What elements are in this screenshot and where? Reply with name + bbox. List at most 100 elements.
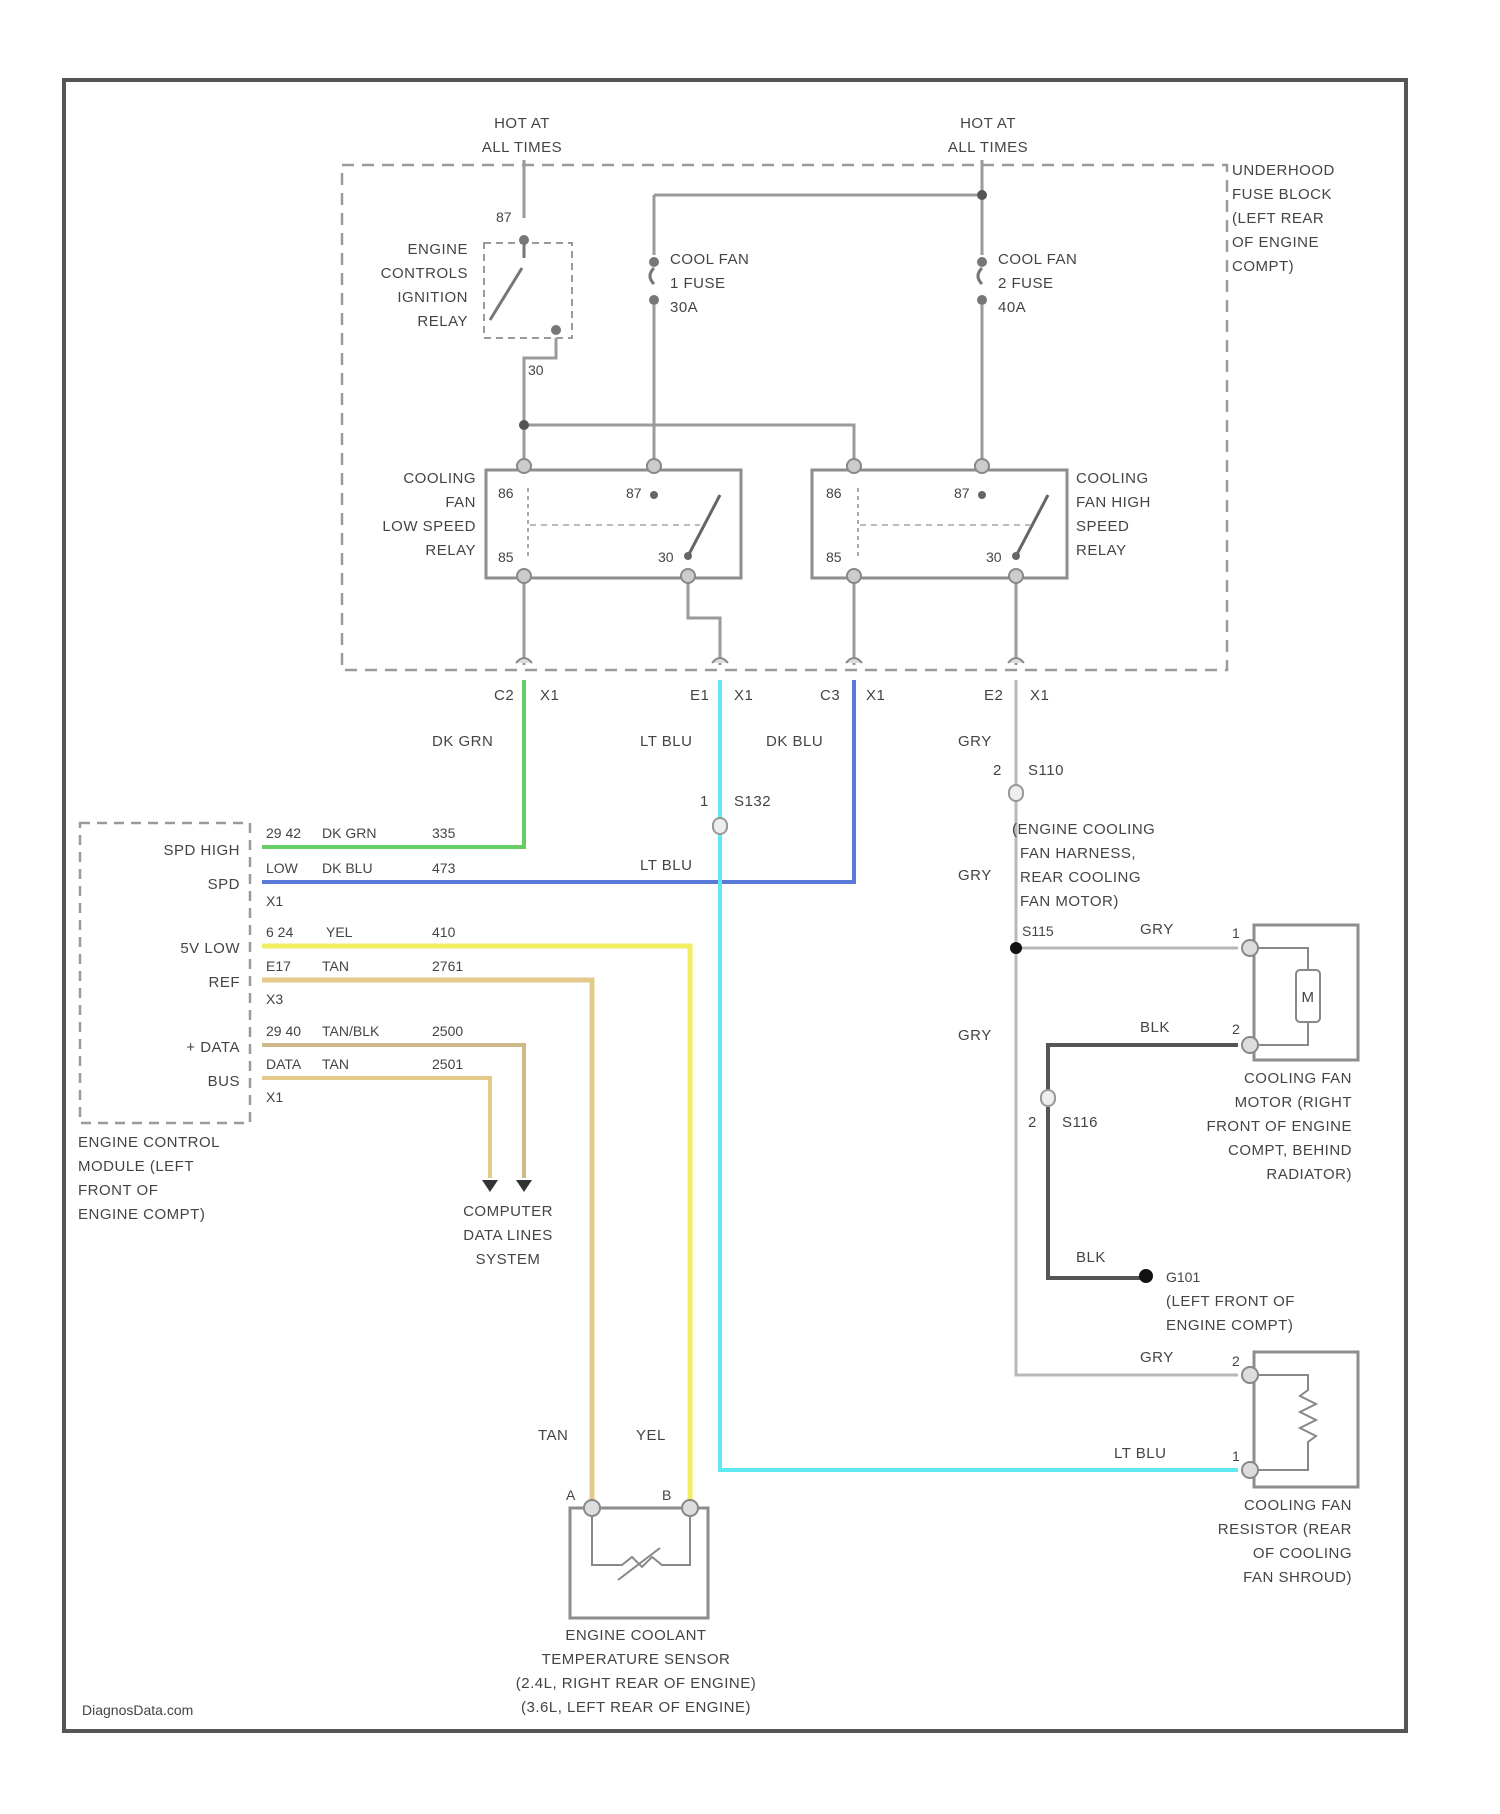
svg-text:G101: G101 — [1166, 1269, 1200, 1285]
svg-text:85: 85 — [826, 549, 842, 565]
svg-text:FAN HARNESS,: FAN HARNESS, — [1020, 845, 1136, 862]
footer-watermark: DiagnosData.com — [82, 1702, 193, 1718]
svg-text:S132: S132 — [734, 793, 771, 810]
svg-text:GRY: GRY — [958, 733, 992, 750]
svg-text:2501: 2501 — [432, 1056, 463, 1072]
svg-text:REF: REF — [209, 974, 241, 991]
svg-text:335: 335 — [432, 825, 456, 841]
fuse-block-wiring — [524, 160, 1016, 665]
data-lines-label: COMPUTER DATA LINES SYSTEM — [463, 1203, 553, 1268]
wire-blk — [1048, 1045, 1238, 1278]
connector-c2: C2 X1 — [494, 658, 559, 704]
svg-text:87: 87 — [954, 485, 970, 501]
cool-fan-fuse-2-label: COOL FAN 2 FUSE 40A — [998, 251, 1077, 316]
svg-text:(2.4L, RIGHT REAR OF ENGINE): (2.4L, RIGHT REAR OF ENGINE) — [516, 1675, 756, 1692]
svg-text:2761: 2761 — [432, 958, 463, 974]
coolant-temp-sensor: A B — [566, 1487, 708, 1618]
svg-text:C2: C2 — [494, 687, 514, 704]
svg-text:HOT AT: HOT AT — [960, 115, 1016, 132]
svg-text:FAN: FAN — [445, 494, 476, 511]
svg-text:COOLING FAN: COOLING FAN — [1244, 1497, 1352, 1514]
svg-text:FUSE BLOCK: FUSE BLOCK — [1232, 186, 1332, 203]
svg-text:FAN SHROUD): FAN SHROUD) — [1243, 1569, 1352, 1586]
svg-text:COOL FAN: COOL FAN — [998, 251, 1077, 268]
svg-text:X1: X1 — [266, 1089, 283, 1105]
svg-text:BUS: BUS — [208, 1073, 240, 1090]
svg-text:E1: E1 — [690, 687, 709, 704]
cooling-fan-motor-label: COOLING FAN MOTOR (RIGHT FRONT OF ENGINE… — [1206, 1070, 1352, 1183]
svg-text:E2: E2 — [984, 687, 1003, 704]
svg-text:ENGINE COMPT): ENGINE COMPT) — [1166, 1317, 1293, 1334]
svg-text:2: 2 — [1028, 1114, 1037, 1131]
svg-text:COMPT, BEHIND: COMPT, BEHIND — [1228, 1142, 1352, 1159]
svg-text:6 24: 6 24 — [266, 924, 293, 940]
svg-text:2: 2 — [993, 762, 1002, 779]
ground-label: (LEFT FRONT OF ENGINE COMPT) — [1166, 1293, 1295, 1334]
svg-text:REAR COOLING: REAR COOLING — [1020, 869, 1141, 886]
svg-text:LOW SPEED: LOW SPEED — [382, 518, 476, 535]
svg-text:HOT AT: HOT AT — [494, 115, 550, 132]
hot-at-all-times-right: HOT AT ALL TIMES — [948, 115, 1028, 156]
svg-text:TAN: TAN — [322, 958, 349, 974]
svg-text:LT BLU: LT BLU — [640, 857, 692, 874]
svg-text:E17: E17 — [266, 958, 291, 974]
svg-text:ENGINE COOLANT: ENGINE COOLANT — [565, 1627, 706, 1644]
ignition-relay: 87 30 — [484, 209, 572, 378]
svg-text:(LEFT FRONT OF: (LEFT FRONT OF — [1166, 1293, 1295, 1310]
svg-text:DK BLU: DK BLU — [322, 860, 373, 876]
svg-text:TEMPERATURE SENSOR: TEMPERATURE SENSOR — [542, 1651, 731, 1668]
svg-text:GRY: GRY — [1140, 921, 1174, 938]
svg-text:YEL: YEL — [326, 924, 353, 940]
svg-text:SYSTEM: SYSTEM — [476, 1251, 541, 1268]
svg-text:OF COOLING: OF COOLING — [1253, 1545, 1352, 1562]
svg-text:RESISTOR (REAR: RESISTOR (REAR — [1218, 1521, 1352, 1538]
wire-labels: DK GRN LT BLU DK BLU GRY LT BLU GRY GRY … — [432, 733, 1174, 1462]
svg-text:SPD: SPD — [208, 876, 240, 893]
wire-dk-grn — [262, 680, 524, 847]
svg-text:MODULE (LEFT: MODULE (LEFT — [78, 1158, 194, 1175]
svg-text:COMPT): COMPT) — [1232, 258, 1294, 275]
svg-text:COOLING: COOLING — [1076, 470, 1149, 487]
svg-text:RELAY: RELAY — [425, 542, 476, 559]
splice-s132: 1 S132 — [700, 793, 771, 834]
svg-text:SPEED: SPEED — [1076, 518, 1129, 535]
wire-dk-blu — [262, 680, 854, 882]
svg-text:+ DATA: + DATA — [186, 1039, 240, 1056]
svg-text:2500: 2500 — [432, 1023, 463, 1039]
wire-data-bus — [262, 1045, 532, 1192]
svg-text:X3: X3 — [266, 991, 283, 1007]
svg-text:1 FUSE: 1 FUSE — [670, 275, 726, 292]
svg-text:DK BLU: DK BLU — [766, 733, 823, 750]
svg-text:29 40: 29 40 — [266, 1023, 301, 1039]
svg-text:TAN: TAN — [538, 1427, 568, 1444]
splice-s115-label: S115 — [1022, 923, 1054, 939]
cooling-fan-motor: M 1 2 — [1232, 925, 1358, 1060]
cool-fan-fuse-1 — [649, 257, 659, 305]
svg-text:1: 1 — [1232, 925, 1240, 941]
svg-text:LOW: LOW — [266, 860, 299, 876]
svg-text:30: 30 — [986, 549, 1002, 565]
svg-text:(ENGINE COOLING: (ENGINE COOLING — [1012, 821, 1155, 838]
svg-text:2 FUSE: 2 FUSE — [998, 275, 1054, 292]
svg-text:FAN MOTOR): FAN MOTOR) — [1020, 893, 1119, 910]
svg-text:40A: 40A — [998, 299, 1026, 316]
svg-text:FRONT OF: FRONT OF — [78, 1182, 158, 1199]
svg-text:X1: X1 — [266, 893, 283, 909]
svg-text:(LEFT REAR: (LEFT REAR — [1232, 210, 1324, 227]
fuse-block-label: UNDERHOOD FUSE BLOCK (LEFT REAR OF ENGIN… — [1232, 162, 1335, 275]
ground-g101: G101 — [1139, 1269, 1200, 1285]
svg-text:FRONT OF ENGINE: FRONT OF ENGINE — [1206, 1118, 1352, 1135]
svg-text:5V LOW: 5V LOW — [180, 940, 240, 957]
svg-text:SPD HIGH: SPD HIGH — [163, 842, 240, 859]
svg-text:2: 2 — [1232, 1021, 1240, 1037]
svg-text:87: 87 — [626, 485, 642, 501]
cool-fan-fuse-1-label: COOL FAN 1 FUSE 30A — [670, 251, 749, 316]
svg-text:LT BLU: LT BLU — [1114, 1445, 1166, 1462]
high-speed-relay-label: COOLING FAN HIGH SPEED RELAY — [1076, 470, 1151, 559]
svg-text:1: 1 — [700, 793, 709, 810]
low-speed-relay: 86 85 87 30 — [486, 459, 741, 583]
svg-text:X1: X1 — [540, 687, 559, 704]
svg-text:85: 85 — [498, 549, 514, 565]
svg-text:LT BLU: LT BLU — [640, 733, 692, 750]
